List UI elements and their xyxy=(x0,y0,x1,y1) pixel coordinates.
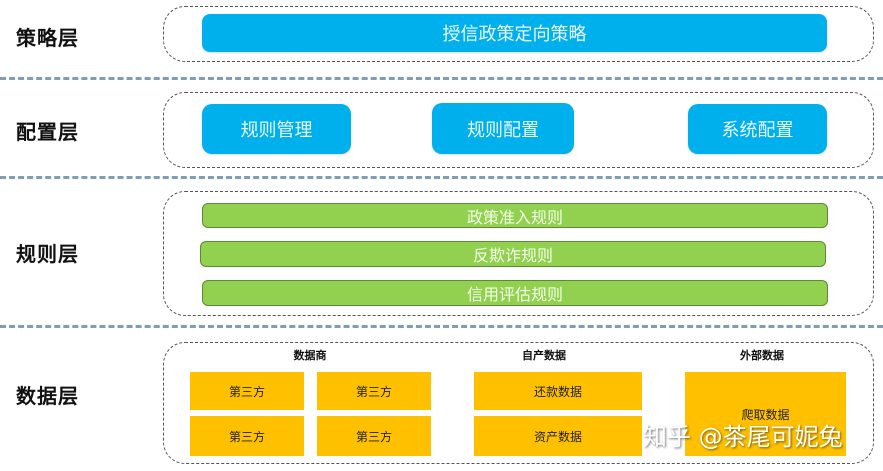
rule-credit-evaluation[interactable]: 信用评估规则 xyxy=(202,280,828,306)
vendor-third-party[interactable]: 第三方 xyxy=(317,372,431,410)
layer-label-rules: 规则层 xyxy=(16,242,79,266)
layer-label-data: 数据层 xyxy=(16,384,79,408)
config-item-system-config[interactable]: 系统配置 xyxy=(688,104,827,154)
layer-separator xyxy=(0,325,883,328)
group-title-external-data: 外部数据 xyxy=(740,349,784,362)
config-item-rule-management[interactable]: 规则管理 xyxy=(202,104,351,154)
config-item-rule-config[interactable]: 规则配置 xyxy=(432,103,574,154)
layer-label-config: 配置层 xyxy=(16,120,79,144)
strategy-box[interactable]: 授信政策定向策略 xyxy=(202,14,827,52)
data-layer-frame xyxy=(163,342,874,464)
config-layer-frame xyxy=(163,92,874,168)
layer-label-strategy: 策略层 xyxy=(16,26,79,50)
own-data-assets[interactable]: 资产数据 xyxy=(474,416,642,456)
rule-policy-admission[interactable]: 政策准入规则 xyxy=(202,203,828,228)
rules-layer-frame xyxy=(163,191,874,316)
layer-separator xyxy=(0,176,883,179)
vendor-third-party[interactable]: 第三方 xyxy=(190,372,304,410)
external-data-crawled[interactable]: 爬取数据 xyxy=(685,372,846,456)
vendor-third-party[interactable]: 第三方 xyxy=(317,416,431,456)
strategy-layer-frame xyxy=(163,6,874,62)
watermark-text: 知乎 @茶尾可妮兔 xyxy=(643,423,843,451)
vendor-third-party[interactable]: 第三方 xyxy=(190,416,304,456)
own-data-repayment[interactable]: 还款数据 xyxy=(474,372,642,410)
rule-anti-fraud[interactable]: 反欺诈规则 xyxy=(200,241,826,267)
layer-separator xyxy=(0,77,883,80)
group-title-data-vendor: 数据商 xyxy=(293,349,327,362)
group-title-own-data: 自产数据 xyxy=(522,349,566,362)
